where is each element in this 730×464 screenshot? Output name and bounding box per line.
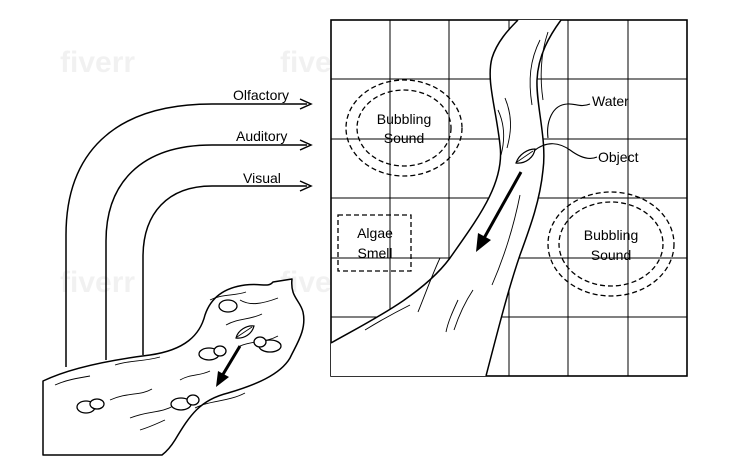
zone-algae-smell: Algae Smell: [337, 214, 412, 272]
sense-label-auditory: Auditory: [236, 128, 287, 144]
leaf-vein: [516, 150, 534, 163]
zone-bubbling-top: Bubbling Sound: [345, 79, 463, 177]
callout-water: Water: [547, 93, 629, 139]
zone-label-line2: Sound: [591, 247, 631, 263]
flow-arrow-head-icon: [216, 371, 229, 387]
current-line: [453, 289, 474, 331]
river-body: [331, 20, 561, 376]
zone-label-line1: Bubbling: [377, 111, 432, 127]
wave-line: [139, 419, 166, 431]
sense-label-visual: Visual: [243, 170, 281, 186]
watermark-text: fiverr: [60, 266, 135, 299]
pebble: [186, 394, 200, 406]
zone-inner-ring: [558, 201, 664, 287]
watermark-text: fiverr: [60, 46, 135, 79]
callout-label: Water: [592, 93, 629, 109]
pebble: [253, 336, 267, 348]
grid-river: [330, 19, 562, 377]
wave-line: [225, 313, 263, 326]
zone-inner-ring: [356, 89, 452, 167]
zone-label-line1: Algae: [357, 225, 393, 241]
arrowhead-icon: [299, 98, 313, 110]
wave-line: [109, 388, 153, 401]
grid-object: [476, 148, 536, 252]
flow-arrow-head-icon: [476, 233, 491, 252]
zone-label-line2: Smell: [357, 245, 392, 261]
wave-line: [114, 356, 161, 366]
current-line: [445, 299, 459, 333]
zone-box: [337, 214, 412, 272]
callout-label: Object: [598, 149, 639, 165]
wave-line: [54, 375, 91, 386]
river-segment: [42, 278, 305, 456]
arrowhead-icon: [299, 180, 313, 192]
zone-outer-ring: [345, 79, 463, 177]
visual-arrow-inner: [142, 185, 307, 355]
current-line: [491, 194, 521, 286]
current-line: [497, 109, 505, 156]
flow-arrow-shaft: [220, 345, 242, 377]
current-line: [504, 97, 511, 149]
sense-arrows: Olfactory Auditory Visual: [65, 87, 313, 367]
current-line: [529, 39, 541, 106]
river-right-bank: [485, 19, 562, 377]
pebble: [213, 345, 227, 357]
pebble: [218, 299, 238, 313]
callout-object: Object: [533, 143, 639, 165]
sense-label-olfactory: Olfactory: [233, 87, 289, 103]
wave-line: [194, 392, 246, 409]
zone-outer-ring: [547, 191, 675, 297]
wave-line: [179, 370, 211, 381]
zone-label-line2: Sound: [384, 130, 424, 146]
leaf-vein: [236, 326, 253, 338]
current-line: [364, 304, 411, 331]
arrowhead-icon: [299, 139, 313, 151]
wave-line: [209, 291, 247, 301]
river-left-bank: [330, 19, 519, 344]
current-line: [540, 31, 549, 101]
zone-bubbling-right: Bubbling Sound: [547, 191, 675, 297]
zone-label-line1: Bubbling: [584, 227, 639, 243]
arrow-divider: [105, 144, 307, 360]
river-landscape: [42, 278, 305, 456]
current-line: [417, 257, 441, 313]
flow-arrow-shaft: [481, 171, 523, 241]
pebble: [89, 398, 105, 410]
olfactory-arrow-outer: [65, 103, 307, 367]
callout-line: [547, 103, 591, 139]
wave-line: [239, 297, 279, 305]
callout-line: [533, 143, 598, 159]
